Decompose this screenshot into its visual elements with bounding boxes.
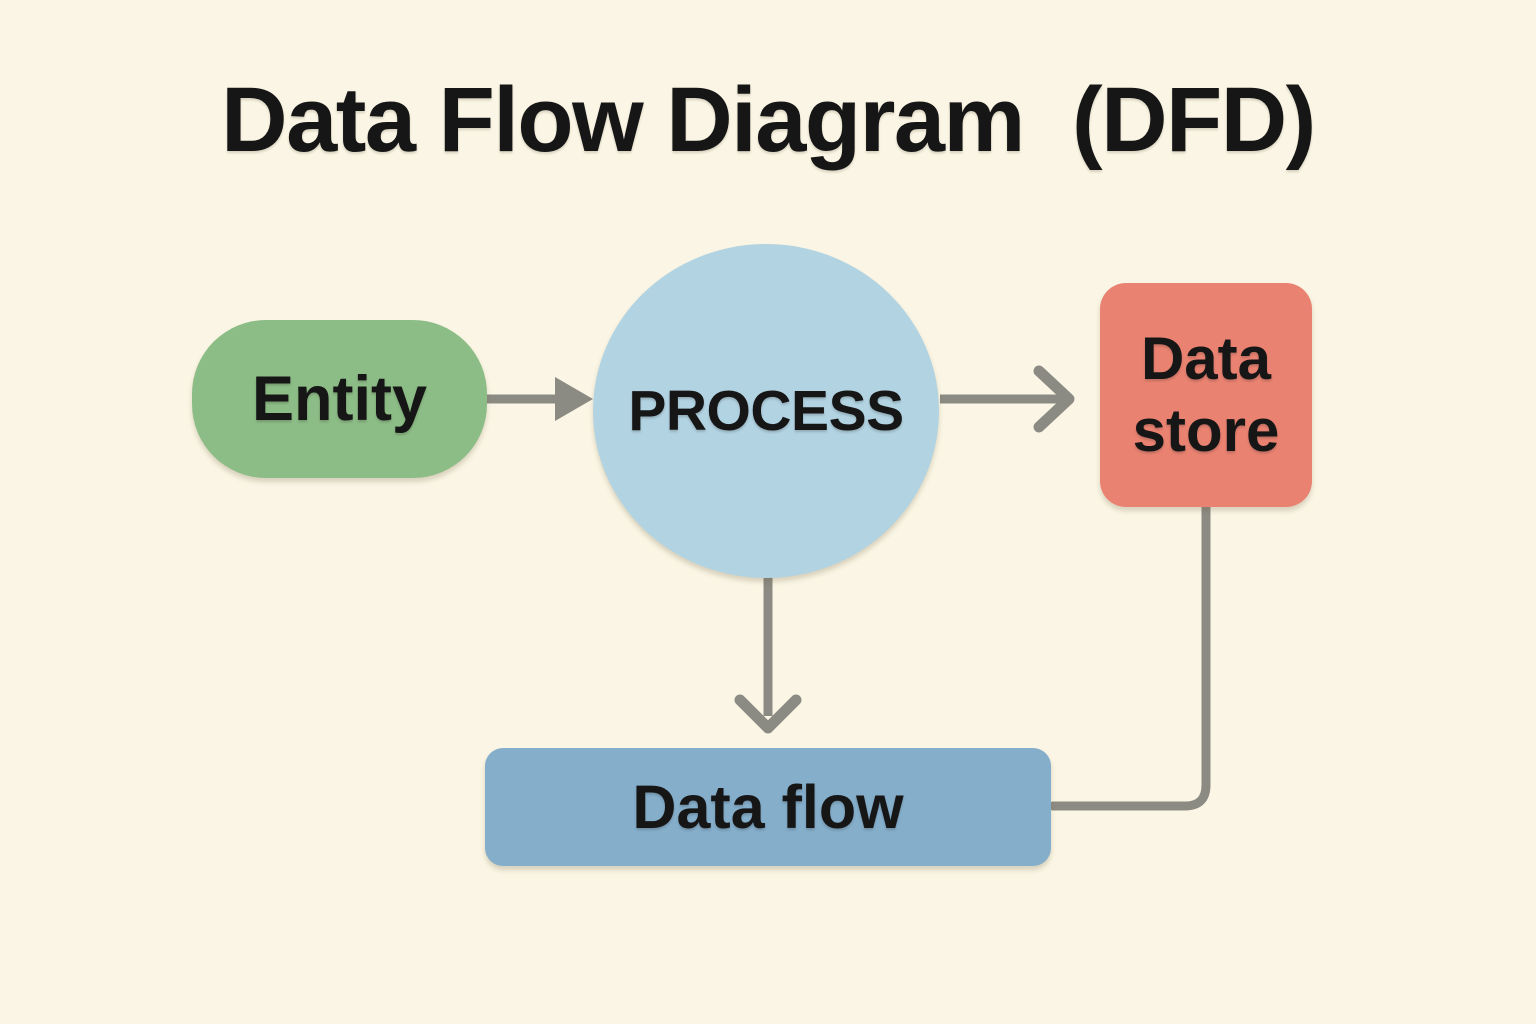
data-store-node: Data store: [1100, 283, 1312, 507]
arrowhead-chevron-down-icon: [734, 694, 802, 734]
edge-process-to-dataflow: [734, 577, 802, 734]
data-flow-label: Data flow: [632, 773, 904, 841]
data-store-label: Data store: [1132, 325, 1280, 464]
entity-node: Entity: [192, 320, 487, 478]
data-flow-node: Data flow: [485, 748, 1051, 866]
edge-process-to-datastore: [940, 365, 1075, 433]
diagram-title: Data Flow Diagram (DFD): [221, 69, 1316, 171]
arrowhead-triangle-icon: [555, 377, 593, 421]
process-label: PROCESS: [628, 379, 904, 443]
edge-entity-to-process: [487, 377, 593, 421]
entity-label: Entity: [251, 364, 427, 434]
edge-datastore-to-dataflow: [1048, 500, 1211, 811]
process-node: PROCESS: [593, 244, 939, 578]
arrowhead-chevron-right-icon: [1033, 365, 1075, 433]
